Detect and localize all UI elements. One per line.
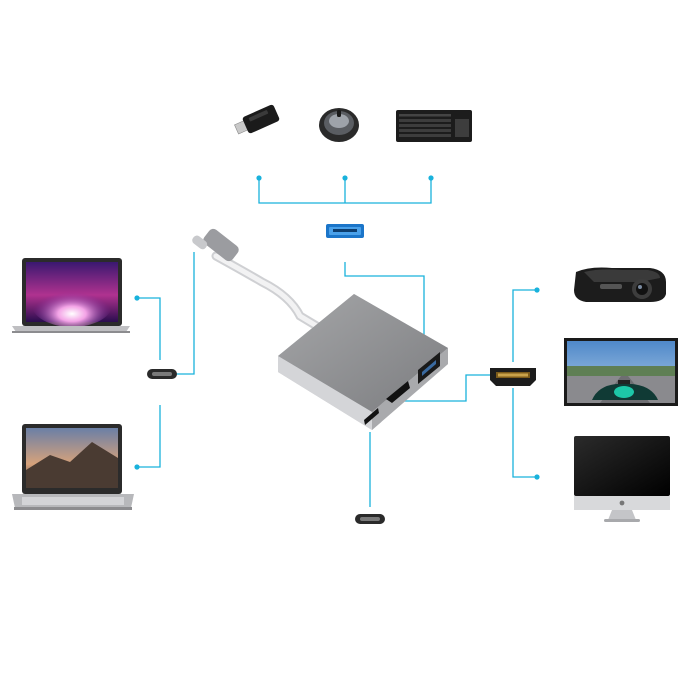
laptop-icon xyxy=(12,258,130,333)
usbc-to-cable-line xyxy=(176,252,195,375)
dot xyxy=(428,175,434,181)
usb-drive-icon xyxy=(234,104,280,135)
laptop-icon xyxy=(12,424,134,510)
keyboard-icon xyxy=(396,110,472,142)
connection-lines xyxy=(137,178,537,507)
dot xyxy=(534,474,540,480)
dot xyxy=(342,175,348,181)
hub-body xyxy=(278,294,448,430)
usb-branch-line xyxy=(258,178,432,204)
dot xyxy=(534,287,540,293)
projector-icon xyxy=(574,267,666,302)
usb-a-port-icon xyxy=(418,352,440,384)
usb-c-plug-icon xyxy=(355,514,385,524)
dot xyxy=(134,464,140,470)
hub-cable xyxy=(192,228,325,333)
usb-to-hub-line xyxy=(344,262,425,360)
hdmi-port-line xyxy=(400,374,490,402)
usb-a-plug-icon xyxy=(326,224,364,238)
dot xyxy=(134,295,140,301)
monitor-icon xyxy=(574,436,670,522)
laptop-top-line xyxy=(137,297,161,360)
laptop-bottom-line xyxy=(137,405,161,468)
hdmi-split-line xyxy=(512,289,537,478)
hdmi-port-icon xyxy=(386,381,410,403)
connection-dots xyxy=(134,175,540,480)
mouse-icon xyxy=(319,108,359,142)
hdmi-plug-icon xyxy=(490,368,536,386)
usb-c-port-icon xyxy=(364,408,379,425)
dot xyxy=(256,175,262,181)
usb-c-plug-icon xyxy=(147,369,177,379)
tv-icon xyxy=(564,338,678,406)
